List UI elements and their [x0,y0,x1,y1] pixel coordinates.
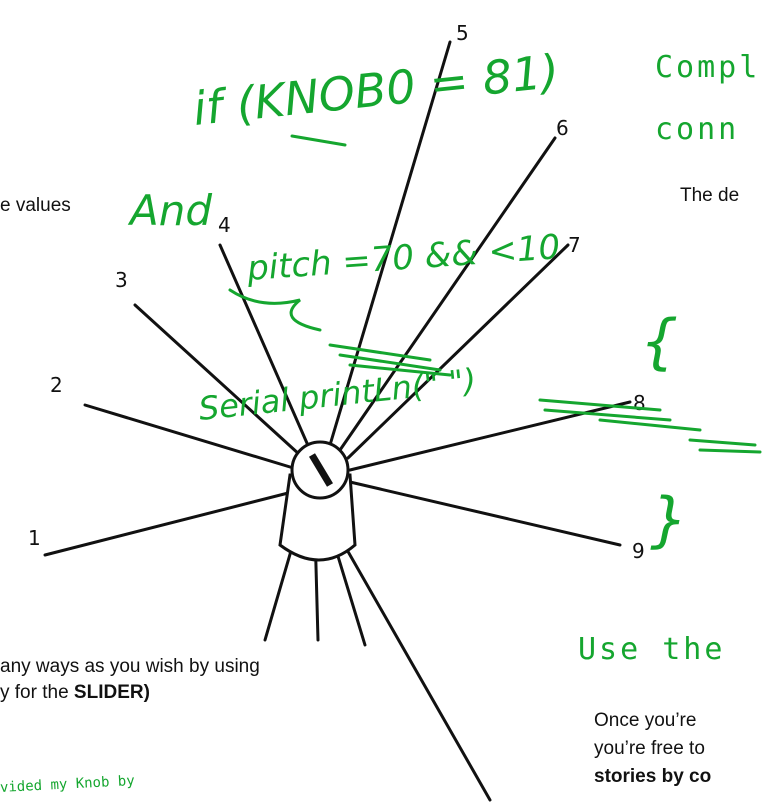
scribble-middle [328,343,452,377]
knob-label-4: 4 [218,213,231,237]
ray-6 [338,136,557,452]
ray-2 [83,403,302,472]
knob-label-1: 1 [28,526,41,550]
values-text-fragment: e values [0,195,71,216]
handwritten-pitch-line: pitch =70 && <10 [245,227,562,289]
once-text-fragment: Once you’re [594,710,697,731]
description-text-fragment: The de [680,185,740,206]
ray-4 [218,243,312,452]
knob-rays [43,40,632,802]
ray-long [328,518,492,802]
knob-label-6: 6 [556,116,569,140]
knob-body [278,440,357,562]
heading-connect-fragment: conn [655,112,740,147]
ways-text-fragment: any ways as you wish by using [0,656,260,677]
ray-1 [43,488,302,557]
heading-complete-fragment: Compl [655,50,761,85]
stories-text-fragment: stories by co [594,766,712,787]
knob-label-3: 3 [115,268,128,292]
scribble-left [228,288,322,332]
slider-text-fragment: y for the SLIDER) [0,682,150,704]
free-text-fragment: you’re free to [594,738,705,759]
knob-pointer [308,453,334,487]
scribble-marks [228,134,762,454]
ray-3 [133,303,302,457]
knob-label-9: 9 [632,539,645,563]
ray-5 [328,40,452,447]
heading-use-the: Use the [578,632,726,667]
handwritten-and: And [127,186,212,235]
scribble-edge [688,438,762,454]
handwritten-if-line: if (KNOB0 = 81) [191,44,562,136]
knob-stem [278,473,357,562]
knob-label-8: 8 [633,391,646,415]
handwritten-close-brace: } [650,485,688,555]
strike-equals [290,134,347,147]
ray-9 [348,480,622,547]
knob-label-2: 2 [50,373,63,397]
slider-text-bold: SLIDER) [73,682,150,703]
handwriting-overlay: if (KNOB0 = 81) And pitch =70 && <10 { S… [127,44,688,555]
handwritten-open-brace: { [640,307,678,377]
knob-label-5: 5 [456,21,469,45]
ray-7 [346,243,570,460]
scribble-right [538,398,702,432]
slider-text-prefix: y for the [0,682,74,703]
knob-label-7: 7 [568,233,581,257]
